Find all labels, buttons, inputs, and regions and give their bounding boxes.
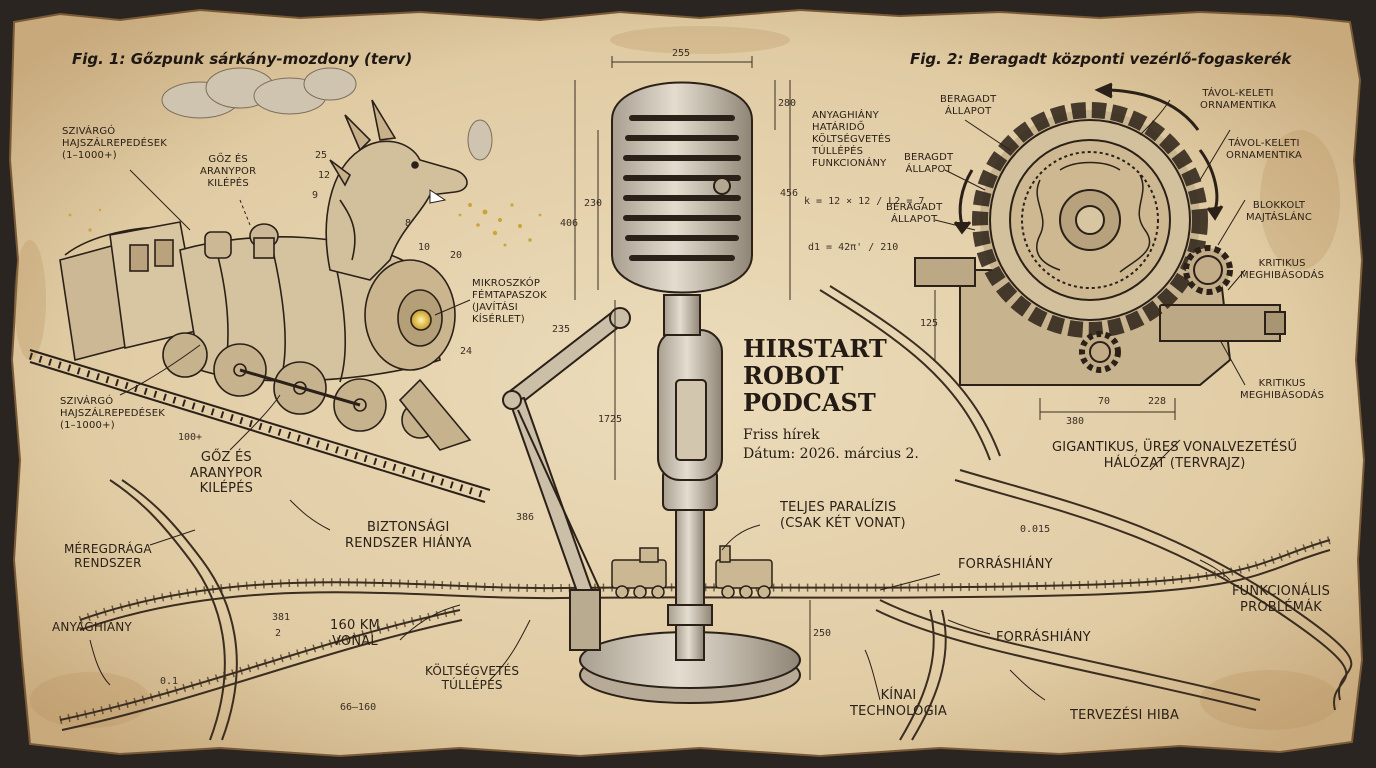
dim-250: 250 — [813, 628, 832, 639]
steam-locomotive-icon — [28, 221, 491, 503]
dim-125: 125 — [920, 318, 939, 329]
dim-66-160: 66–160 — [340, 702, 377, 713]
fig1-title: Fig. 1: Gőzpunk sárkány-mozdony (terv) — [72, 50, 413, 68]
label-hairline-cracks-bottom: Szivárgó hajszálrepedések (1–1000+) — [60, 396, 165, 431]
label-resource-shortage-1: Forráshiány — [958, 557, 1053, 572]
label-far-east-1: Távol-keleti ornamentika — [1200, 88, 1277, 111]
dim-1725: 1725 — [598, 414, 623, 425]
dim-280: 280 — [778, 98, 797, 109]
dim-0015: 0.015 — [1020, 524, 1051, 535]
label-material-shortage-left: Anyaghiány — [52, 620, 132, 634]
label-hairline-cracks-top: Szivárgó hajszálrepedések (1–1000+) — [62, 126, 167, 161]
dim-228: 228 — [1148, 396, 1167, 407]
dim-24: 24 — [460, 346, 473, 357]
label-steam-gold-bottom: Gőz és aranypor kilépés — [190, 450, 263, 497]
dim-70: 70 — [1098, 396, 1111, 407]
leader-lines — [89, 99, 1246, 701]
label-critical-failure-2: Kritikus meghibásodás — [1240, 378, 1325, 401]
label-critical-failure-1: Kritikus meghibásodás — [1240, 258, 1325, 281]
dim-12: 12 — [318, 170, 331, 181]
dim-10: 10 — [418, 242, 431, 253]
label-paralysis: Teljes paralízis (csak két vonat) — [780, 500, 906, 531]
label-line-160: 160 km vonal — [330, 618, 380, 649]
gold-dust — [68, 203, 542, 247]
dim-406: 406 — [560, 218, 579, 229]
microphone-icon — [579, 81, 801, 704]
label-microscope-patch: Mikroszkóp fémtapaszok (javítási kísérle… — [472, 278, 547, 325]
dim-2: 2 — [275, 628, 282, 639]
steam-cloud — [161, 67, 493, 161]
gear-icon — [972, 102, 1233, 373]
podcast-date: Dátum: 2026. március 2. — [743, 446, 919, 462]
fig2-title: Fig. 2: Beragadt központi vezérlő-fogask… — [910, 50, 1292, 68]
dim-230: 230 — [584, 198, 603, 209]
label-chinese-tech: Kínai technológia — [850, 688, 947, 719]
toy-train-icon — [611, 545, 773, 599]
railway-track-icon — [59, 285, 1353, 741]
podcast-subtitle: Friss hírek — [743, 427, 820, 443]
label-blocked-chain: Blokkolt majtáslánc — [1246, 200, 1313, 223]
dim-255: 255 — [672, 48, 691, 59]
dim-100: 100+ — [178, 432, 203, 443]
dim-381: 381 — [272, 612, 291, 623]
dim-456: 456 — [780, 188, 799, 199]
gear-dimensions — [934, 290, 1176, 420]
formula-d: d1 = 42π' / 210 — [808, 242, 899, 253]
label-far-east-2: Távol-keleti ornamentika — [1226, 138, 1303, 161]
dim-9: 9 — [312, 190, 319, 201]
label-design-error: Tervezési hiba — [1070, 708, 1180, 723]
podcast-title: HIRSTART ROBOT PODCAST — [743, 334, 887, 417]
dim-8: 8 — [405, 218, 412, 229]
dim-01: 0.1 — [160, 676, 179, 687]
label-functional-problems: Funkcionális problémák — [1232, 584, 1331, 615]
label-budget-overrun-bottom: Költségvetés túllépés — [425, 664, 520, 693]
label-stuck-3: Beragadt állapot — [886, 202, 943, 225]
dim-25: 25 — [315, 150, 328, 161]
dim-20: 20 — [450, 250, 463, 261]
label-steam-gold-top: Gőz és aranypor kilépés — [200, 154, 257, 189]
dragon-head-icon — [325, 99, 468, 281]
mic-dimensions — [574, 56, 811, 680]
label-costly-system: Méregdrága rendszer — [64, 542, 152, 571]
formula-k: k = 12 × 12 / L2 = 7 — [804, 196, 925, 207]
dim-235: 235 — [552, 324, 571, 335]
label-mic-notes: Anyaghiány határidő költségvetés túllépé… — [812, 110, 891, 169]
label-stuck-1: Beragadt állapot — [940, 94, 997, 117]
dim-386: 386 — [516, 512, 535, 523]
label-stuck-2: Beragdt állapot — [904, 152, 954, 175]
label-no-safety: Biztonsági rendszer hiánya — [345, 520, 472, 551]
label-empty-network: Gigantikus, üres vonalvezetésű hálózat (… — [1052, 440, 1298, 471]
dim-380: 380 — [1066, 416, 1085, 427]
dragon-ornament-icon — [1036, 161, 1151, 273]
label-resource-shortage-2: Forráshiány — [996, 630, 1091, 645]
